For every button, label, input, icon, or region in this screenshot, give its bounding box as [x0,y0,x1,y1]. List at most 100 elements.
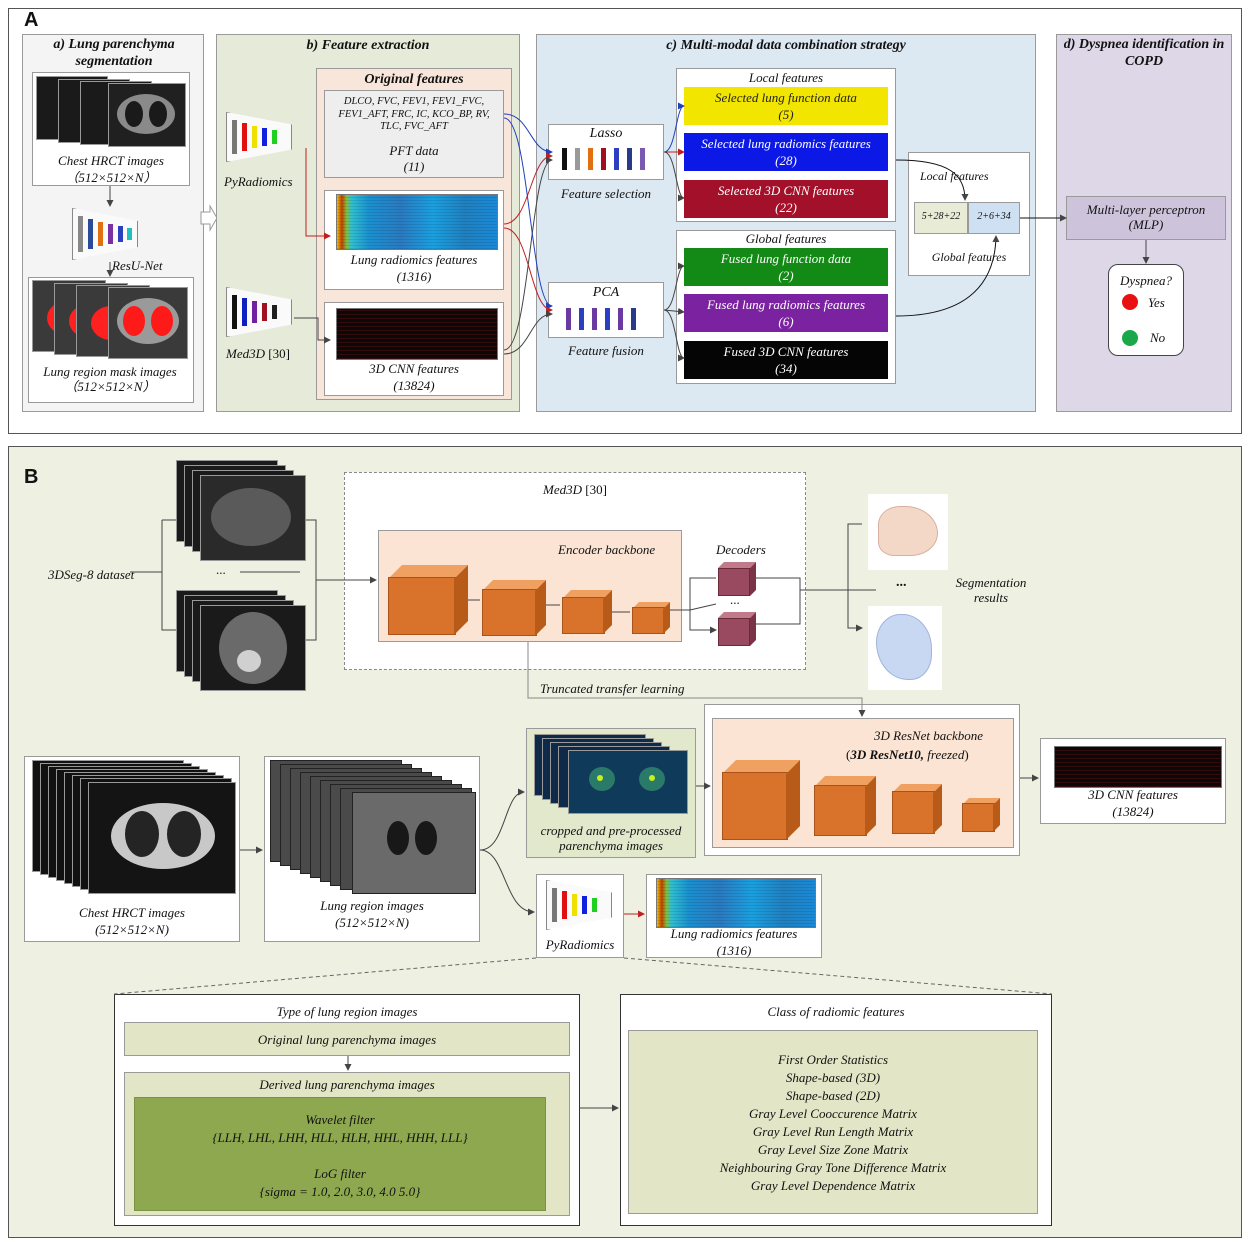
local-sum-cell [914,202,968,234]
med3d-name: Med3D [226,346,265,361]
class-item: Shape-based (3D) [785,1070,881,1085]
local-item-label: Selected 3D CNN features [717,183,855,198]
resnet-sub-bold: 3D ResNet10, [850,747,925,762]
resnet-subtitle: (3D ResNet10, freezed) [846,747,969,762]
lung-mask-label: Lung region mask images（512×512×N） [43,364,177,394]
class-item: First Order Statistics [777,1052,889,1067]
dyspnea-title: d) Dyspnea identification in COPD [1063,37,1225,69]
encoder-block-3 [562,590,612,634]
mlp-box [1066,196,1226,240]
no-dot-icon [1122,330,1138,346]
cnn-count-a: (13824) [393,378,435,393]
chest-hrct-stack [36,76,186,147]
dataset-brain-stack [176,590,306,691]
dataset-liver-stack [176,460,306,561]
lasso-label: Lasso [589,126,623,141]
segmentation-ellipsis: ... [896,575,907,590]
local-feature-item-1: Selected lung radiomics features (28) [684,133,888,171]
segmentation-results-label: Segmentation results [955,575,1027,605]
global-item-label: Fused lung radiomics features [706,297,866,312]
dyspnea-question: Dyspnea? [1120,273,1172,288]
chest-hrct-stack-b [32,760,236,894]
resunet-label: ResU-Net [112,258,163,273]
chest-hrct-label-b: Chest HRCT images [79,905,185,920]
global-feature-item-0: Fused lung function data (2) [684,248,888,286]
pca-label: PCA [592,285,620,300]
local-small-label: Local features [920,169,989,183]
lung-region-stack [270,760,476,894]
pyradiomics-label-b: PyRadiomics [545,937,615,952]
radiomics-heatmap-a [336,194,498,250]
local-item-label: Selected lung function data [715,90,857,105]
pft-box [324,90,504,178]
feature-extraction-title: b) Feature extraction [306,38,430,53]
wavelet-set: {LLH, LHL, LHH, HLL, HLH, HHL, HHH, LLL} [212,1130,468,1145]
pyradiomics-label: PyRadiomics [224,174,293,189]
original-features-title: Original features [364,72,464,87]
original-images-label: Original lung parenchyma images [257,1032,437,1047]
class-item: Gray Level Dependence Matrix [750,1178,916,1193]
encoder-label: Encoder backbone [558,542,656,557]
med3d-name-b: Med3D [543,482,583,497]
class-item: Gray Level Size Zone Matrix [757,1142,909,1157]
global-small-label: Global features [931,250,1007,264]
lung-region-dims: (512×512×N) [335,915,409,930]
class-list-box [628,1030,1038,1214]
global-item-count: (2) [778,268,794,283]
truncated-label: Truncated transfer learning [540,681,685,696]
radiomics-heatmap-b [656,878,816,928]
feature-fusion-label: Feature fusion [568,343,644,358]
radiomics-label-a: Lung radiomics features [350,252,478,267]
encoder-block-2 [482,580,546,636]
resnet-block-2 [814,776,876,836]
class-item: Gray Level Cooccurence Matrix [748,1106,918,1121]
log-title: LoG filter [314,1166,366,1181]
hollow-arrow-icon [200,204,218,232]
decoder-block-2 [718,612,756,646]
decoders-label: Decoders [716,542,766,557]
global-features-title: Global features [745,231,827,246]
cnn-label-b: 3D CNN features [1088,787,1178,802]
cnn-label-a: 3D CNN features [369,361,459,376]
cnn-count-b: (13824) [1112,804,1154,819]
global-item-label: Fused lung function data [720,251,852,266]
local-sum-text: 5+28+22 [921,211,961,222]
pft-list: DLCO, FVC, FEV1, FEV1_FVC, FEV1_AFT, FRC… [338,96,490,132]
resnet-sub-rest: freezed [924,747,965,762]
local-item-count: (22) [775,200,797,215]
local-feature-item-2: Selected 3D CNN features (22) [684,180,888,218]
dataset-ellipsis: ... [216,562,226,577]
global-item-label: Fused 3D CNN features [723,344,849,359]
global-sum-text: 2+6+34 [977,211,1011,222]
filters-box [134,1097,546,1211]
mlp-label: Multi-layer perceptron (MLP) [1086,202,1206,232]
type-images-title: Type of lung region images [276,1004,418,1019]
chest-hrct-dims-b: (512×512×N) [95,922,169,937]
local-item-count: (28) [775,153,797,168]
med3d-label-a: Med3D [30] [226,346,290,361]
panel-a [8,8,1242,434]
local-feature-item-0: Selected lung function data (5) [684,87,888,125]
med3d-title-b: Med3D [30] [344,482,806,497]
decoder-block-1 [718,562,756,596]
combination-title: c) Multi-modal data combination strategy [666,38,906,53]
segmentation-result-1-image [868,494,948,570]
pyradiomics-icon-b [546,880,612,930]
pca-bars-icon [566,308,652,330]
panel-b-letter: B [24,466,39,488]
chest-hrct-label: Chest HRCT images [58,153,164,168]
global-sum-cell [968,202,1020,234]
encoder-block-4 [632,602,670,634]
yes-label: Yes [1148,295,1165,310]
yes-dot-icon [1122,294,1138,310]
class-item: Neighbouring Gray Tone Difference Matrix [719,1160,947,1175]
no-label: No [1150,330,1166,345]
resnet-block-1 [722,760,800,840]
class-item: Gray Level Run Length Matrix [752,1124,914,1139]
segmentation-result-2-image [868,606,942,690]
cropped-stack [534,734,694,814]
local-item-count: (5) [778,107,794,122]
panel-a-letter: A [24,9,39,31]
lung-region-label: Lung region images [320,898,424,913]
feature-selection-label: Feature selection [560,186,652,201]
